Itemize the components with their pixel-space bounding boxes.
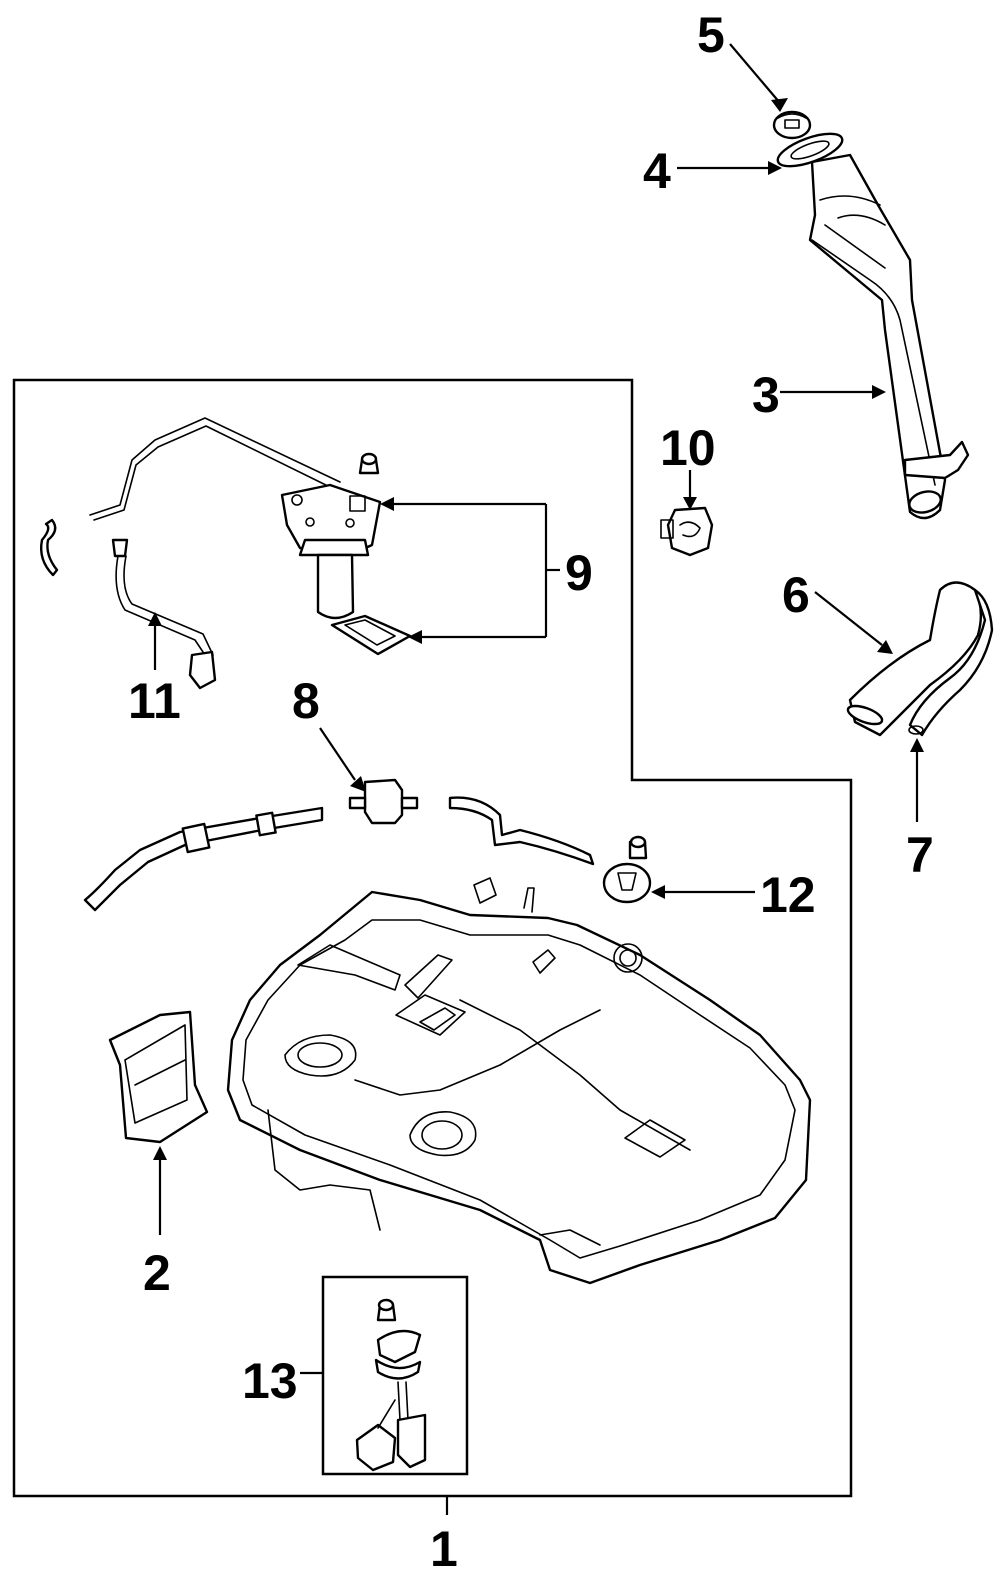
- callout-2[interactable]: 2: [143, 1146, 171, 1301]
- fuel-pump-part[interactable]: [89, 417, 412, 656]
- fuel-tank-part[interactable]: [226, 877, 812, 1285]
- callout-label-9: 9: [565, 545, 593, 601]
- callout-label-4: 4: [643, 143, 671, 199]
- check-valve-part[interactable]: [348, 778, 419, 825]
- callout-label-5: 5: [697, 7, 725, 63]
- callout-label-10: 10: [660, 420, 716, 476]
- callout-label-8: 8: [292, 673, 320, 729]
- callout-label-12: 12: [760, 867, 816, 923]
- pressure-regulator-part[interactable]: [660, 506, 714, 557]
- filler-hose-part[interactable]: [846, 581, 983, 737]
- callout-12[interactable]: 12: [651, 867, 816, 923]
- vapor-hose-left[interactable]: [83, 806, 324, 912]
- callout-label-1: 1: [430, 1521, 458, 1571]
- callout-label-2: 2: [143, 1245, 171, 1301]
- vapor-hose-right[interactable]: [448, 796, 595, 866]
- callout-9[interactable]: 9: [380, 497, 593, 644]
- callout-8[interactable]: 8: [292, 673, 366, 792]
- callout-1[interactable]: 1: [430, 1496, 458, 1571]
- callout-3[interactable]: 3: [752, 367, 886, 423]
- heat-shield-part[interactable]: [108, 1010, 209, 1144]
- sending-unit-part[interactable]: [355, 1298, 427, 1472]
- callout-label-3: 3: [752, 367, 780, 423]
- sending-unit-box: [321, 1275, 469, 1476]
- callout-11[interactable]: 11: [128, 612, 181, 729]
- callout-4[interactable]: 4: [643, 143, 782, 199]
- callout-label-6: 6: [782, 567, 810, 623]
- fuel-line-part[interactable]: [39, 518, 217, 690]
- callout-label-13: 13: [242, 1353, 298, 1409]
- fuel-cap-part[interactable]: [772, 110, 812, 140]
- callout-13[interactable]: 13: [242, 1353, 323, 1409]
- rollover-valve-part[interactable]: [602, 835, 652, 904]
- callout-label-7: 7: [906, 827, 934, 883]
- callout-7[interactable]: 7: [906, 738, 934, 883]
- callout-label-11: 11: [128, 673, 181, 729]
- callout-6[interactable]: 6: [782, 567, 893, 654]
- vent-hose-part[interactable]: [908, 588, 994, 737]
- filler-neck-part[interactable]: [808, 153, 970, 520]
- assembly-group-outline: [12, 378, 853, 1498]
- callout-5[interactable]: 5: [697, 7, 788, 112]
- callout-10[interactable]: 10: [660, 420, 716, 510]
